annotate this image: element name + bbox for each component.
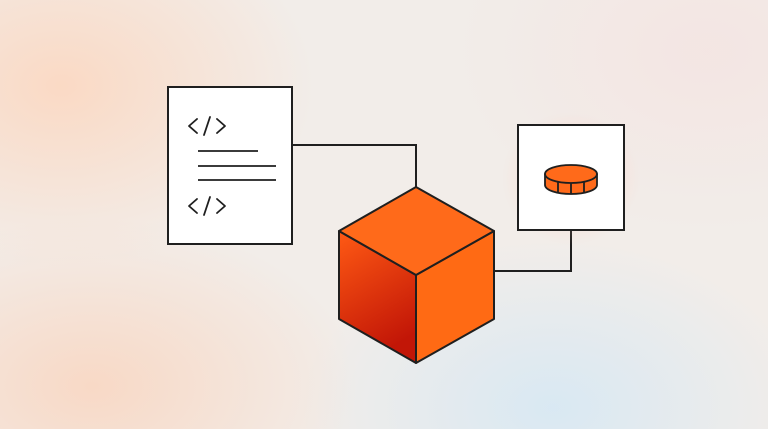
code-document-card — [167, 86, 293, 245]
code-tag-icon — [188, 116, 226, 136]
connector-document-to-cube — [292, 144, 417, 187]
coin-icon — [544, 164, 598, 195]
cube-top-face — [338, 186, 495, 276]
token-card — [502, 112, 640, 245]
text-lines-icon — [198, 150, 276, 181]
code-tag-icon — [188, 196, 226, 216]
cube-icon — [338, 186, 495, 364]
